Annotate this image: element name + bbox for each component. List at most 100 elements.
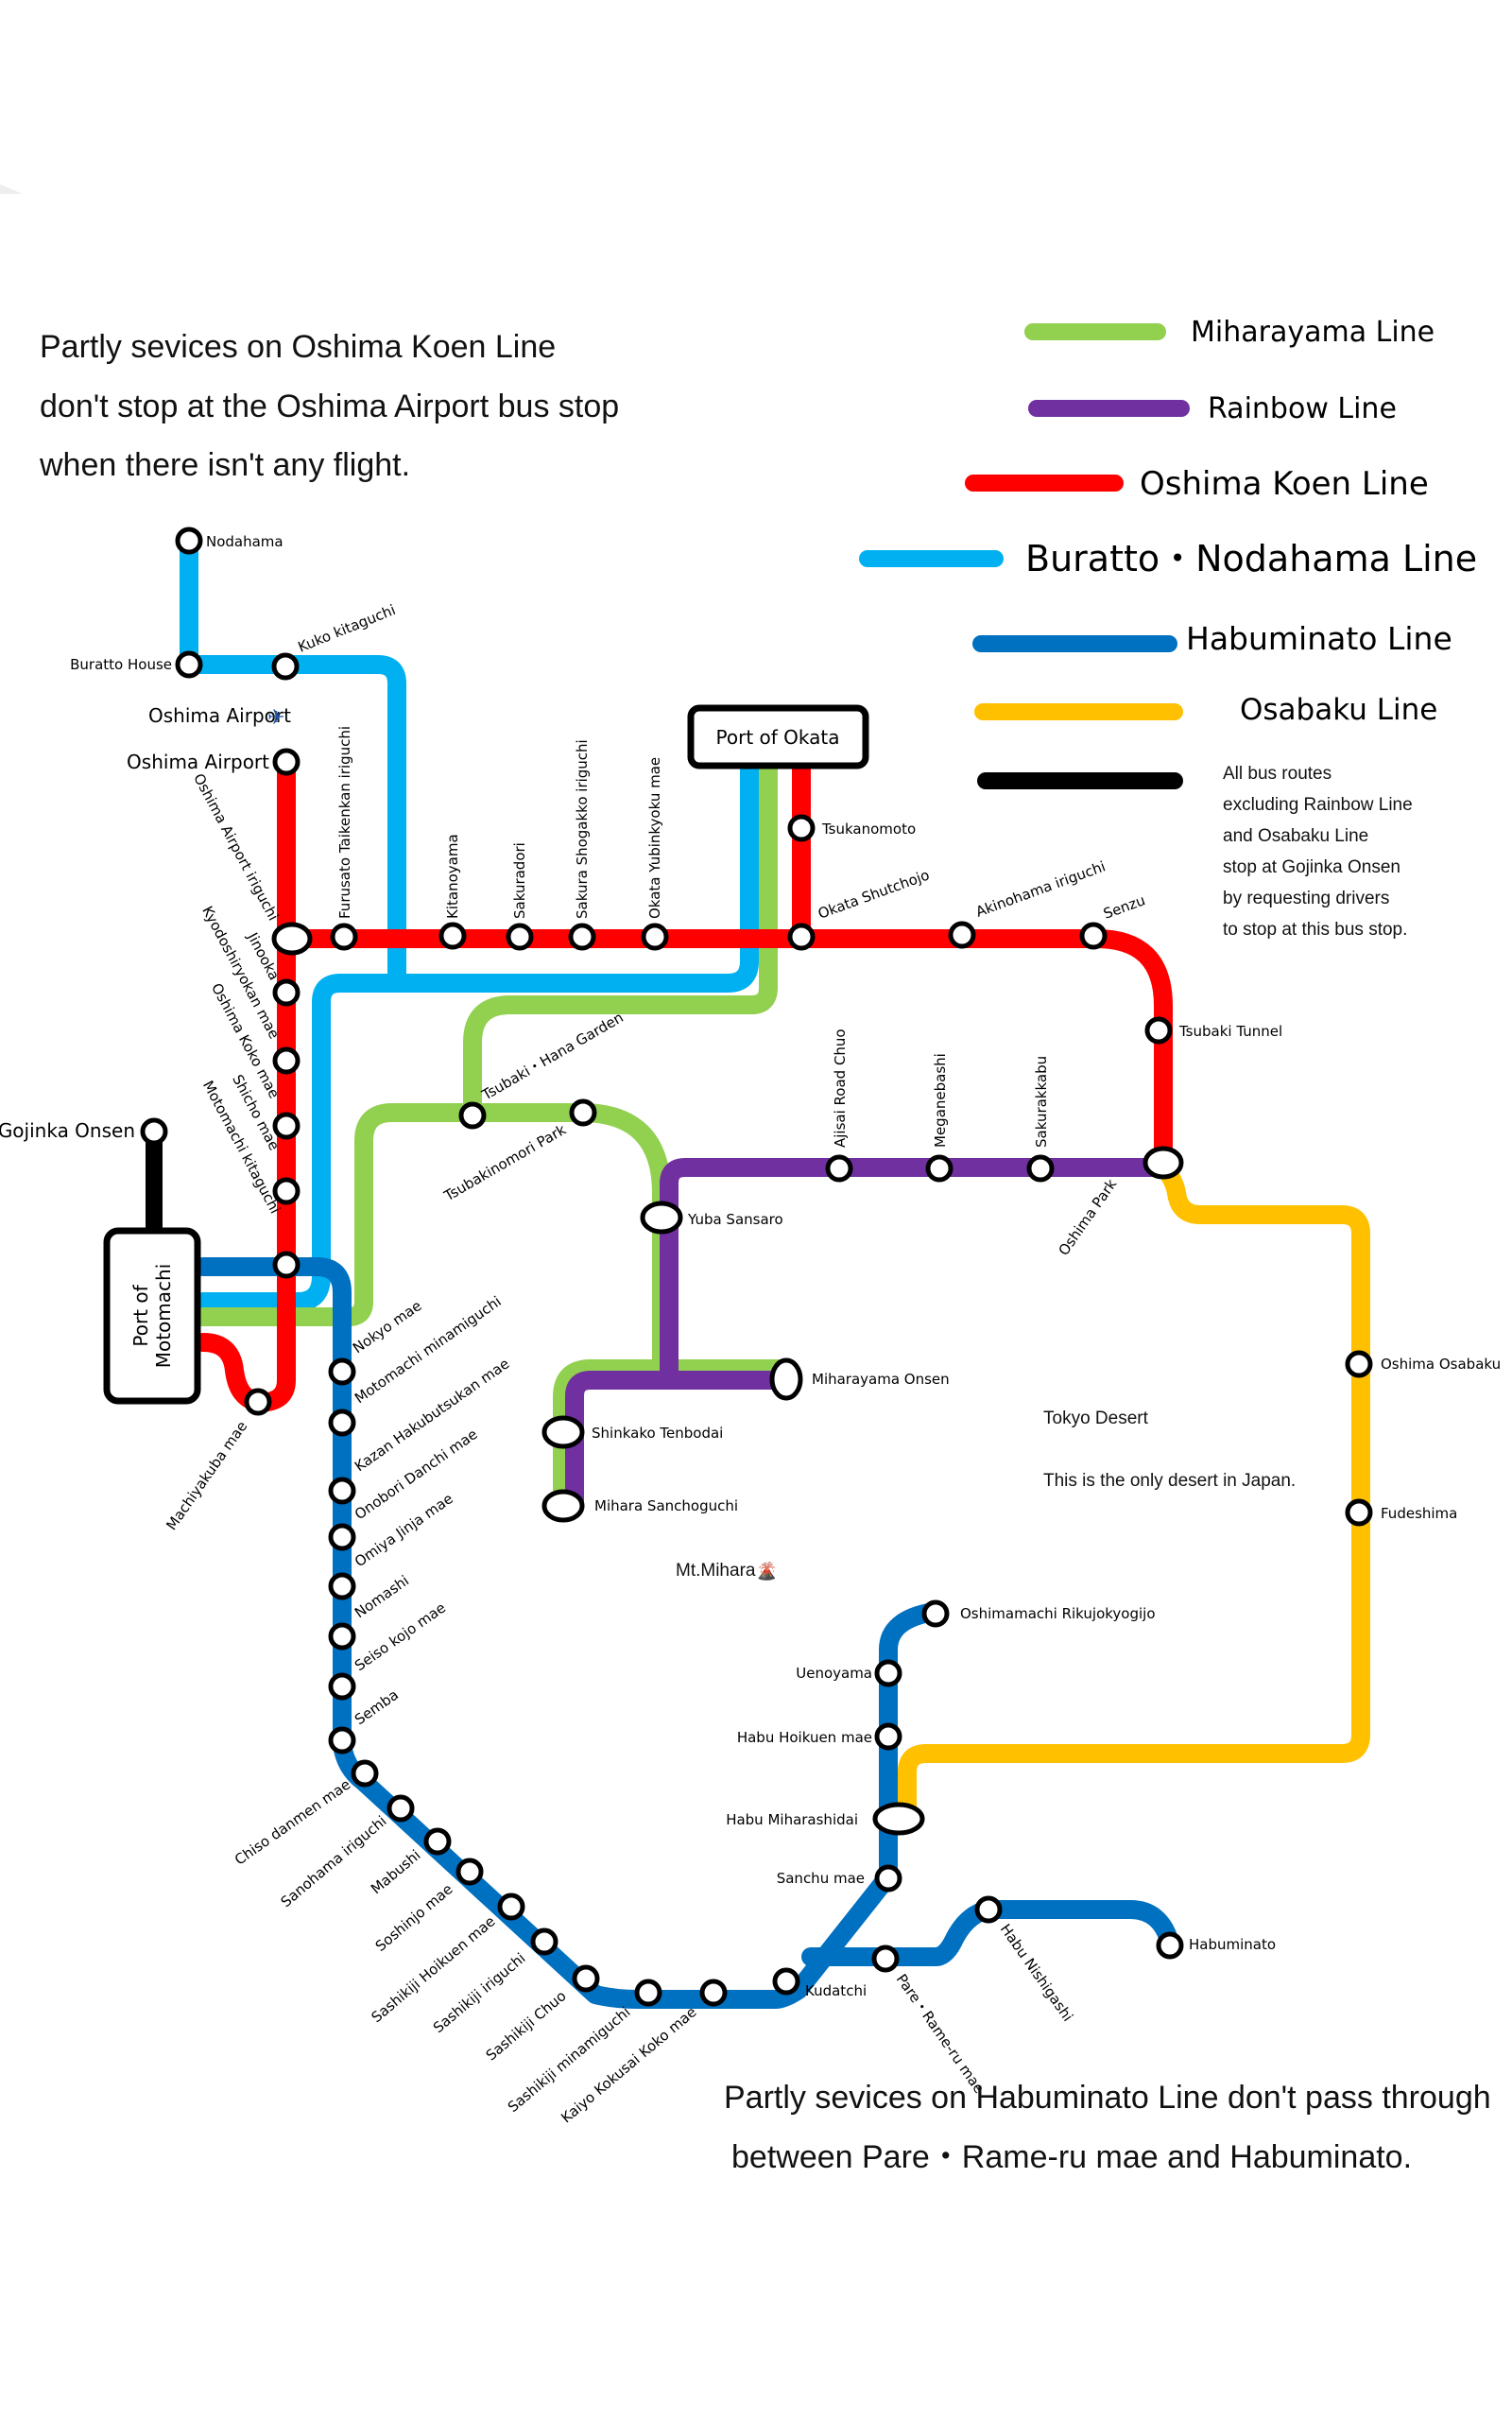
stop-marker[interactable] <box>569 1098 597 1127</box>
stop-marker[interactable] <box>438 922 467 950</box>
stop-marker[interactable] <box>640 1201 683 1235</box>
stop-sakura-shogakko[interactable]: Sakura Shogakko iriguchi <box>568 739 596 951</box>
stop-oshima-osabaku[interactable]: Oshima Osabaku <box>1345 1350 1501 1378</box>
stop-marker[interactable] <box>330 923 358 951</box>
stop-marker[interactable] <box>497 1893 525 1921</box>
stop-gojinka-onsen[interactable]: Gojinka Onsen <box>0 1117 168 1146</box>
stop-machiyakuba[interactable]: Machiyakuba mae <box>163 1388 272 1533</box>
stop-marker[interactable] <box>769 1357 803 1401</box>
stop-marker[interactable] <box>328 1477 356 1505</box>
stop-buratto-house[interactable]: Buratto House <box>70 650 203 679</box>
stop-marker[interactable] <box>572 1964 600 1993</box>
port-motomachi[interactable]: Port of Motomachi <box>103 1227 201 1405</box>
stop-sakuradori[interactable]: Sakuradori <box>506 842 534 951</box>
stop-marker[interactable] <box>634 1979 662 2007</box>
stop-marker[interactable] <box>1026 1154 1055 1183</box>
stop-marker[interactable] <box>872 1802 925 1836</box>
stop-marker[interactable] <box>351 1759 379 1788</box>
stop-miharayama-onsen[interactable]: Miharayama Onsen <box>769 1357 950 1401</box>
oshima-koen-note: Partly sevices on Oshima Koen Line don't… <box>39 329 619 483</box>
stop-marker[interactable] <box>568 923 596 951</box>
stop-marker[interactable] <box>825 1154 853 1183</box>
stop-sakurakkabu[interactable]: Sakurakkabu <box>1026 1056 1055 1183</box>
legend-label-oshima-koen: Oshima Koen Line <box>1140 465 1429 503</box>
stop-marker[interactable] <box>272 1177 301 1205</box>
stop-marker[interactable] <box>328 1523 356 1551</box>
stop-meganebashi[interactable]: Meganebashi <box>925 1053 954 1183</box>
stop-sanchu[interactable]: Sanchu mae <box>777 1864 902 1893</box>
stop-marker[interactable] <box>874 1659 902 1687</box>
stop-marker[interactable] <box>423 1827 452 1856</box>
legend: Miharayama Line Rainbow Line Oshima Koen… <box>859 316 1477 940</box>
stop-marker[interactable] <box>787 923 816 951</box>
stop-marker[interactable] <box>541 1489 585 1523</box>
stop-marker[interactable] <box>272 1046 301 1075</box>
stop-habu-hoikuen[interactable]: Habu Hoikuen mae <box>737 1722 902 1751</box>
stop-marker[interactable] <box>272 1112 301 1140</box>
stop-marker[interactable] <box>921 1599 950 1628</box>
stop-habuminato[interactable]: Habuminato <box>1156 1931 1276 1960</box>
stop-kitanoyama[interactable]: Kitanoyama <box>438 834 467 950</box>
stop-kudatchi[interactable]: Kudatchi <box>772 1967 867 1999</box>
stop-marker[interactable] <box>271 652 300 681</box>
stop-marker[interactable] <box>874 1864 902 1893</box>
stop-marker[interactable] <box>328 1672 356 1701</box>
stop-shinkako[interactable]: Shinkako Tenbodai <box>541 1415 723 1449</box>
stop-nodahama[interactable]: Nodahama <box>175 527 284 555</box>
stop-marker[interactable] <box>874 1722 902 1751</box>
stop-marker[interactable] <box>175 527 203 555</box>
stop-furusato[interactable]: Furusato Taikenkan iriguchi <box>330 726 358 951</box>
stop-marker[interactable] <box>271 922 313 956</box>
stop-marker[interactable] <box>925 1154 954 1183</box>
stop-marker[interactable] <box>871 1945 900 1973</box>
stop-marker[interactable] <box>787 814 816 842</box>
stop-mihara-sanchoguchi[interactable]: Mihara Sanchoguchi <box>541 1489 738 1523</box>
stop-marker[interactable] <box>1345 1350 1373 1378</box>
stop-marker[interactable] <box>328 1726 356 1754</box>
stop-label: Kitanoyama <box>444 834 461 919</box>
stop-pare[interactable]: Pare・Rame-ru mae <box>871 1945 988 2097</box>
all-routes-line-5: by requesting drivers <box>1223 889 1389 908</box>
stop-marker[interactable] <box>328 1357 356 1386</box>
stop-marker[interactable] <box>1143 1146 1184 1180</box>
stop-marker[interactable] <box>244 1388 272 1416</box>
tokyo-desert-landmark: Tokyo Desert This is the only desert in … <box>1043 1409 1296 1491</box>
stop-marker[interactable] <box>140 1117 168 1146</box>
stop-oshimamachi-riku[interactable]: Oshimamachi Rikujokyogijo <box>921 1599 1156 1628</box>
stop-okata-yubinkyoku[interactable]: Okata Yubinkyoku mae <box>641 757 669 951</box>
stop-fudeshima[interactable]: Fudeshima <box>1345 1498 1457 1527</box>
stop-marker[interactable] <box>387 1794 415 1823</box>
route-buratto-nodahama-2 <box>194 747 759 1311</box>
stop-ajisai[interactable]: Ajisai Road Chuo <box>825 1028 853 1183</box>
port-okata[interactable]: Port of Okata <box>687 704 869 769</box>
stop-marker[interactable] <box>458 1101 487 1130</box>
stop-marker[interactable] <box>272 978 301 1007</box>
stop-marker[interactable] <box>641 923 669 951</box>
stop-marker[interactable] <box>272 1251 301 1279</box>
legend-label-osabaku: Osabaku Line <box>1240 693 1437 727</box>
stop-habu-miharashidai[interactable]: Habu Miharashidai <box>726 1802 925 1836</box>
stop-oshima-airport[interactable]: Oshima Airport <box>127 748 301 776</box>
stop-marker[interactable] <box>1079 922 1108 950</box>
stop-marker[interactable] <box>506 923 534 951</box>
stop-marker[interactable] <box>455 1858 484 1886</box>
stop-marker[interactable] <box>699 1979 728 2007</box>
stop-marker[interactable] <box>272 748 301 776</box>
stop-yuba-sansaro[interactable]: Yuba Sansaro <box>640 1201 783 1235</box>
stop-marker[interactable] <box>530 1927 558 1956</box>
stop-marker[interactable] <box>772 1967 800 1996</box>
stop-marker[interactable] <box>948 921 976 949</box>
stop-marker[interactable] <box>974 1895 1003 1924</box>
stop-marker[interactable] <box>175 650 203 679</box>
stop-marker[interactable] <box>1144 1016 1173 1045</box>
stop-marker[interactable] <box>328 1572 356 1600</box>
stop-tsukanomoto[interactable]: Tsukanomoto <box>787 814 916 842</box>
stop-label: Sanchu mae <box>777 1870 865 1887</box>
stop-marker[interactable] <box>328 1622 356 1651</box>
stop-marker[interactable] <box>1345 1498 1373 1527</box>
stop-tsubaki-tunnel[interactable]: Tsubaki Tunnel <box>1144 1016 1282 1045</box>
stop-marker[interactable] <box>541 1415 585 1449</box>
stop-marker[interactable] <box>328 1409 356 1437</box>
stop-marker[interactable] <box>1156 1931 1184 1960</box>
stop-uenoyama[interactable]: Uenoyama <box>796 1659 902 1687</box>
